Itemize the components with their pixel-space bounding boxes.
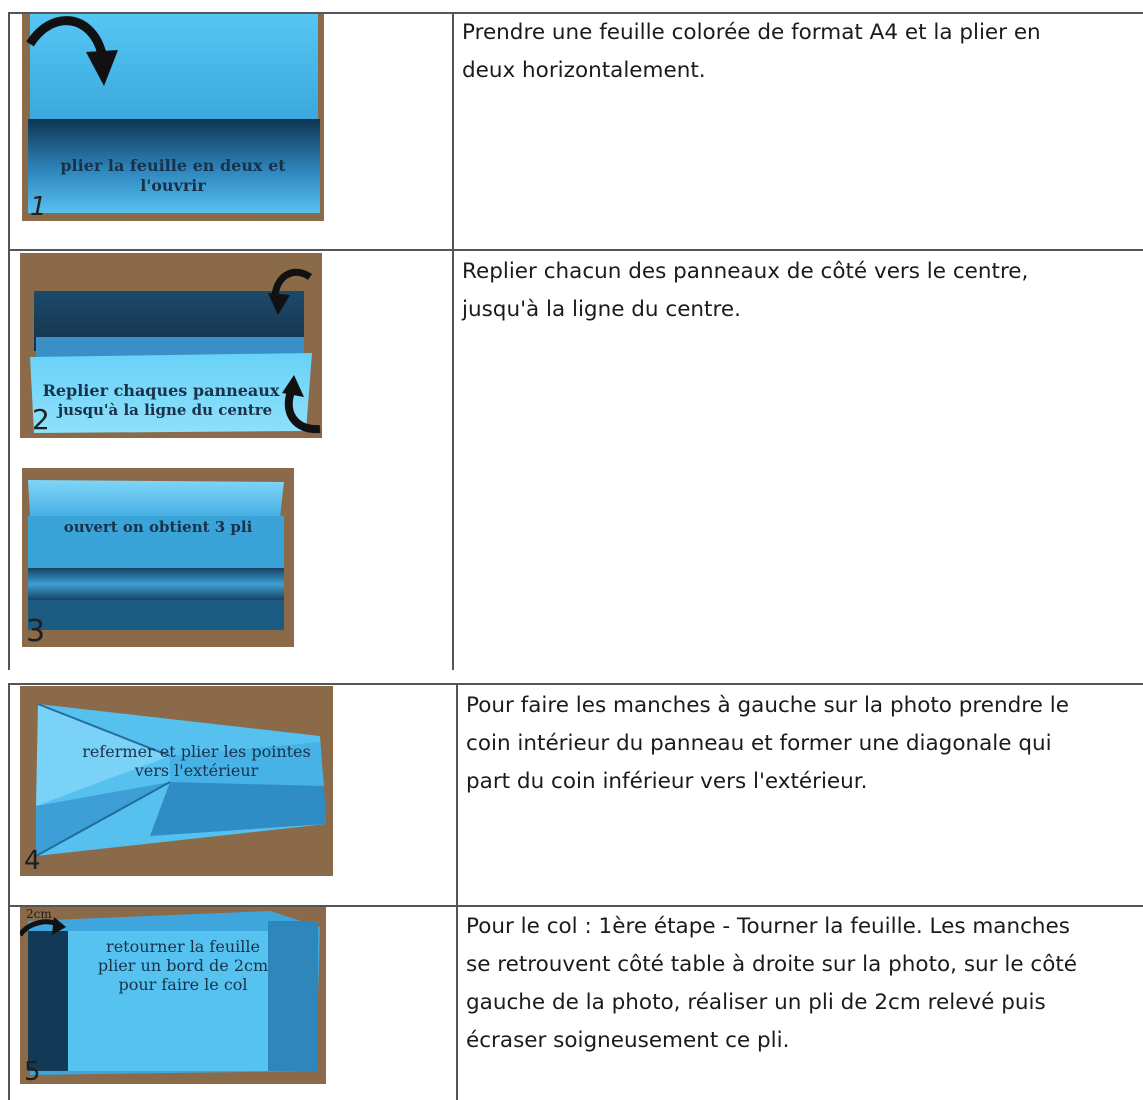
step1-caption-line1: plier la feuille en deux et <box>60 156 286 175</box>
step4-text-line3: part du coin inférieur vers l'extérieur. <box>466 769 868 794</box>
step5-photo: 2cm retourner la feuille plier un bord d… <box>20 907 326 1084</box>
step3-number: 3 <box>26 614 46 647</box>
step4-text-line2: coin intérieur du panneau et former une … <box>466 731 1052 756</box>
step5-caption-line1: retourner la feuille <box>106 937 260 956</box>
step4-photo: refermer et plier les pointes vers l'ext… <box>20 686 333 876</box>
step5-text-line1: Pour le col : 1ère étape - Tourner la fe… <box>466 914 1070 939</box>
step1-text-line2: deux horizontalement. <box>462 58 706 83</box>
step1-text-line1: Prendre une feuille colorée de format A4… <box>462 20 1041 45</box>
step5-caption-line3: pour faire le col <box>118 975 248 994</box>
step5-text-line3: gauche de la photo, réaliser un pli de 2… <box>466 990 1046 1015</box>
step5-text-line2: se retrouvent côté table à droite sur la… <box>466 952 1078 977</box>
step5-text-line4: écraser soigneusement ce pli. <box>466 1028 790 1053</box>
step4-number: 4 <box>24 846 41 876</box>
step4-caption-line2: vers l'extérieur <box>134 761 259 780</box>
step4-text-line1: Pour faire les manches à gauche sur la p… <box>466 693 1069 718</box>
step3-photo: ouvert on obtient 3 pli 3 <box>22 468 294 647</box>
table2-top-border <box>8 683 1143 685</box>
table2-column-divider <box>456 683 458 1100</box>
step2-caption-line1: Replier chaques panneaux <box>42 381 280 400</box>
step2-number: 2 <box>32 403 50 436</box>
table2-row-divider <box>8 905 1143 907</box>
step2-caption-line2: jusqu'à la ligne du centre <box>57 401 273 419</box>
step4-caption-line1: refermer et plier les pointes <box>82 742 311 761</box>
step2-photo: Replier chaques panneaux jusqu'à la lign… <box>20 253 322 438</box>
step2-text-line2: jusqu'à la ligne du centre. <box>462 297 741 322</box>
step1-number: 1 <box>30 192 47 221</box>
table1-top-border <box>8 12 1143 14</box>
step1-photo: plier la feuille en deux et l'ouvrir 1 <box>22 14 324 221</box>
step1-caption-line2: l'ouvrir <box>140 176 206 195</box>
step3-caption: ouvert on obtient 3 pli <box>63 518 253 536</box>
table2-left-border <box>8 683 10 1100</box>
step5-number: 5 <box>24 1057 41 1084</box>
table1-column-divider <box>452 12 454 670</box>
step5-caption-line2: plier un bord de 2cm <box>97 956 269 975</box>
table1-row-divider <box>8 249 1143 251</box>
table1-left-border <box>8 12 10 670</box>
step5-2cm-label: 2cm <box>26 907 52 921</box>
step2-text-line1: Replier chacun des panneaux de côté vers… <box>462 259 1029 284</box>
